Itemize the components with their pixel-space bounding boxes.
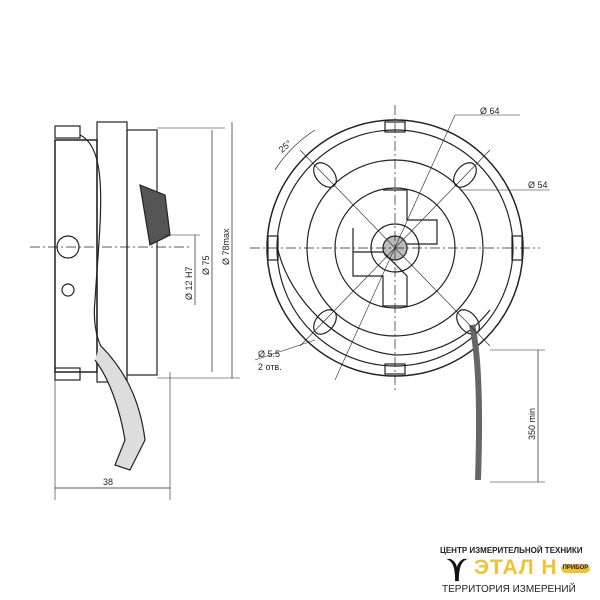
dim-cable: 350 min <box>527 408 537 440</box>
front-view <box>250 105 550 483</box>
dim-d55: Ø 5.5 <box>258 349 280 359</box>
dim-d12: Ø 12 H7 <box>184 266 194 300</box>
dim-angle: 25° <box>277 138 294 155</box>
dim-holes: 2 отв. <box>258 362 282 372</box>
dim-d75: Ø 75 <box>201 255 211 275</box>
logo-badge: ПРИБОР <box>560 563 591 573</box>
dim-d64: Ø 64 <box>480 106 500 116</box>
etalon-logo: ЦЕНТР ИЗМЕРИТЕЛЬНОЙ ТЕХНИКИ ЭТАЛ Н ПРИБО… <box>440 546 600 600</box>
logo-name-row: ЭТАЛ Н ПРИБОР <box>474 556 591 579</box>
dim-d54: Ø 54 <box>528 180 548 190</box>
dim-width: 38 <box>103 477 113 487</box>
dim-d78: Ø 78max <box>221 228 231 265</box>
side-view <box>30 121 240 500</box>
logo-tagline: ЦЕНТР ИЗМЕРИТЕЛЬНОЙ ТЕХНИКИ <box>440 546 583 555</box>
logo-slogan: ТЕРРИТОРИЯ ИЗМЕРЕНИЙ <box>442 584 576 595</box>
logo-name: ЭТАЛ Н <box>474 556 558 579</box>
logo-mark-icon <box>445 558 469 582</box>
